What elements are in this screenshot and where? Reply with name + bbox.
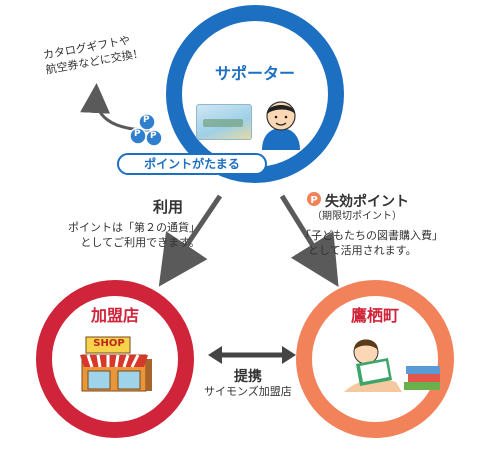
point-card-image [196, 104, 252, 140]
expired-points-arrow [279, 194, 339, 287]
use-arrow [158, 194, 223, 287]
coin-letter: P [134, 129, 141, 139]
use-description-line2: としてご利用できます。 [80, 236, 200, 249]
svg-text:P: P [310, 195, 317, 206]
expired-description-line1: 「子どもたちの図書購入費」 [300, 229, 443, 242]
coin-letter: P [143, 115, 150, 125]
supporter-person-icon [262, 101, 300, 150]
supporter-title: サポーター [214, 64, 295, 83]
points-accumulate-badge: ポイントがたまる [117, 153, 267, 175]
partnership-sublabel: サイモンズ加盟店 [204, 385, 292, 398]
expired-points-sublabel: （期限切ポイント） [312, 211, 402, 222]
use-description: ポイントは「第２の通貨」 としてご利用できます。 [40, 220, 200, 250]
reading-child-icon [344, 339, 440, 392]
use-label: 利用 [153, 198, 184, 216]
town-title: 鷹栖町 [350, 306, 399, 325]
coin-icons [129, 113, 163, 147]
expired-point-icon: P [307, 192, 321, 206]
coin-letter: P [150, 131, 157, 141]
expired-description: 「子どもたちの図書購入費」 として活用されます。 [300, 228, 490, 258]
shop-icon [80, 336, 152, 392]
shop-sign-text: SHOP [93, 338, 125, 349]
expired-description-line2: として活用されます。 [308, 244, 417, 257]
member-store-title: 加盟店 [90, 306, 139, 325]
expired-points-label: 失効ポイント [325, 194, 409, 210]
partnership-label: 提携 [234, 369, 262, 385]
use-description-line1: ポイントは「第２の通貨」 [68, 221, 200, 234]
